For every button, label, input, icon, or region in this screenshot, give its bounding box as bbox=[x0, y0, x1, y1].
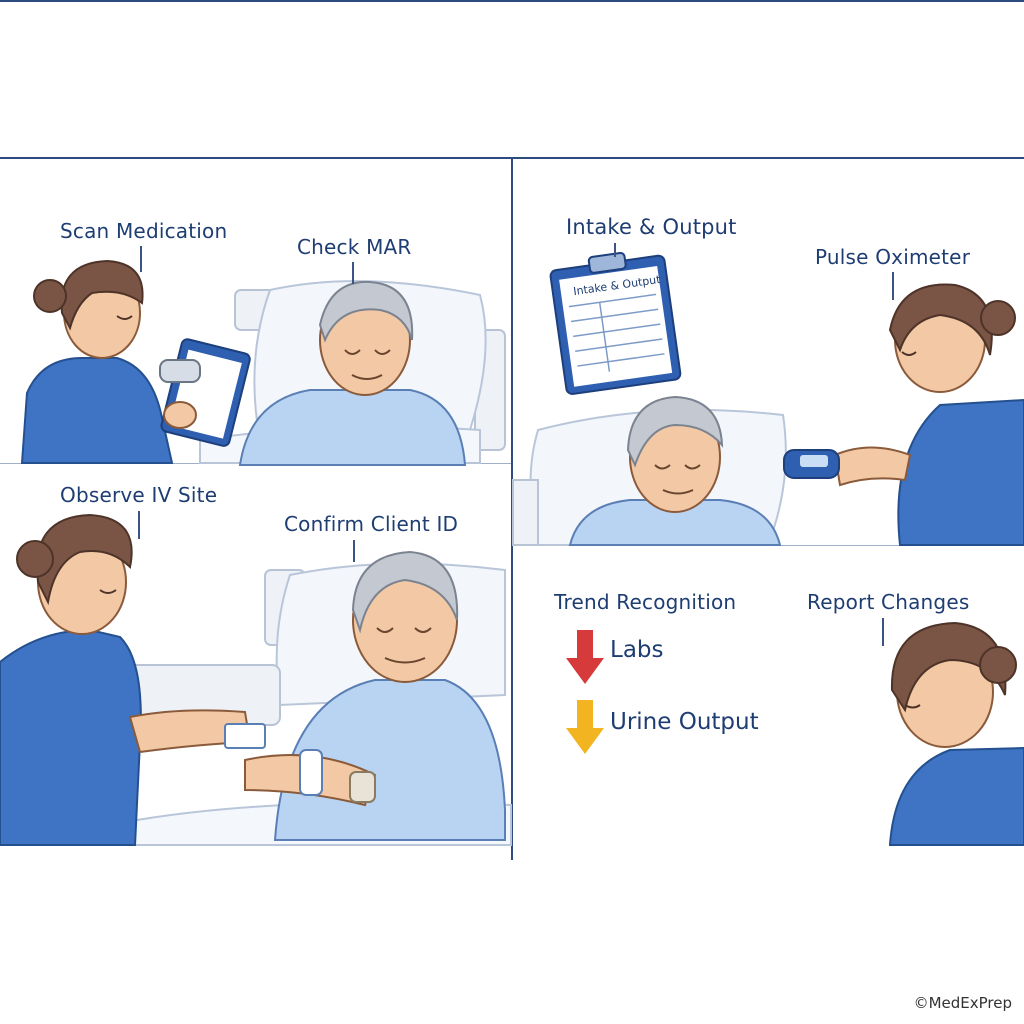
copyright-notice: ©MedExPrep bbox=[913, 994, 1012, 1012]
intake-output-clipboard bbox=[549, 251, 682, 395]
report-changes-label: Report Changes bbox=[807, 590, 970, 614]
pulse-oximeter-label: Pulse Oximeter bbox=[815, 245, 971, 269]
nurse-figure-1 bbox=[20, 259, 174, 464]
urine-arrow-shape bbox=[566, 700, 604, 754]
nurse-figure-4 bbox=[888, 621, 1024, 846]
intake-output-label: Intake & Output bbox=[566, 215, 737, 239]
trend-recognition-label: Trend Recognition bbox=[554, 590, 737, 614]
trend-urine-output-label: Urine Output bbox=[610, 709, 759, 735]
top-border bbox=[0, 0, 1024, 2]
check-mar-label: Check MAR bbox=[297, 235, 412, 259]
confirm-client-id-label: Confirm Client ID bbox=[284, 512, 459, 536]
nurse-figure-3 bbox=[0, 513, 266, 846]
clipboard-scanner bbox=[159, 338, 251, 447]
trend-labs-label: Labs bbox=[610, 637, 664, 663]
observe-iv-label: Observe IV Site bbox=[60, 483, 218, 507]
patient-figure-1 bbox=[238, 280, 467, 466]
labs-down-arrow-icon bbox=[566, 630, 604, 684]
scan-medication-label: Scan Medication bbox=[60, 219, 228, 243]
labs-arrow-shape bbox=[566, 630, 604, 684]
patient-figure-3 bbox=[244, 550, 506, 841]
urine-output-down-arrow-icon bbox=[566, 700, 604, 754]
grid-center-divider bbox=[511, 157, 513, 860]
pulse-oximeter-device bbox=[783, 449, 840, 479]
patient-figure-2 bbox=[568, 395, 782, 546]
nurse-figure-2 bbox=[833, 283, 1024, 546]
